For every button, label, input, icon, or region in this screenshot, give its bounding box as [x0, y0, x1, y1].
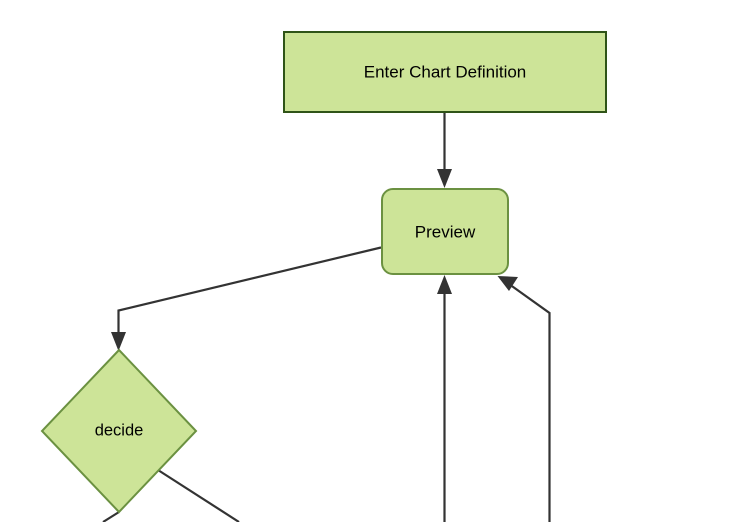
edge-line	[102, 511, 120, 522]
node-label-enter-chart-definition: Enter Chart Definition	[364, 62, 527, 81]
node-enter-chart-definition[interactable]: Enter Chart Definition	[283, 31, 607, 113]
arrow-head-icon	[111, 332, 126, 351]
edge-preview-to-decide	[111, 246, 382, 351]
edge-decide-out-right	[157, 469, 240, 522]
edge-decide-out-bottom	[102, 511, 120, 522]
node-decide[interactable]: decide	[40, 348, 198, 514]
edge-line	[117, 246, 382, 338]
node-shape-rounded-rectangle	[381, 188, 509, 275]
edge-return-right-to-preview	[497, 276, 551, 522]
edge-line	[157, 469, 240, 522]
node-label-decide: decide	[95, 421, 144, 439]
edge-enter-to-preview	[437, 113, 452, 188]
edge-return-center-to-preview	[437, 275, 452, 522]
node-shape-diamond	[40, 348, 198, 514]
node-label-preview: Preview	[415, 222, 476, 241]
arrow-head-icon	[497, 276, 518, 291]
arrow-head-icon	[437, 169, 452, 188]
edge-line	[508, 283, 551, 522]
arrow-head-icon	[437, 275, 452, 294]
node-shape-rectangle	[283, 31, 607, 113]
node-preview[interactable]: Preview	[381, 188, 509, 275]
